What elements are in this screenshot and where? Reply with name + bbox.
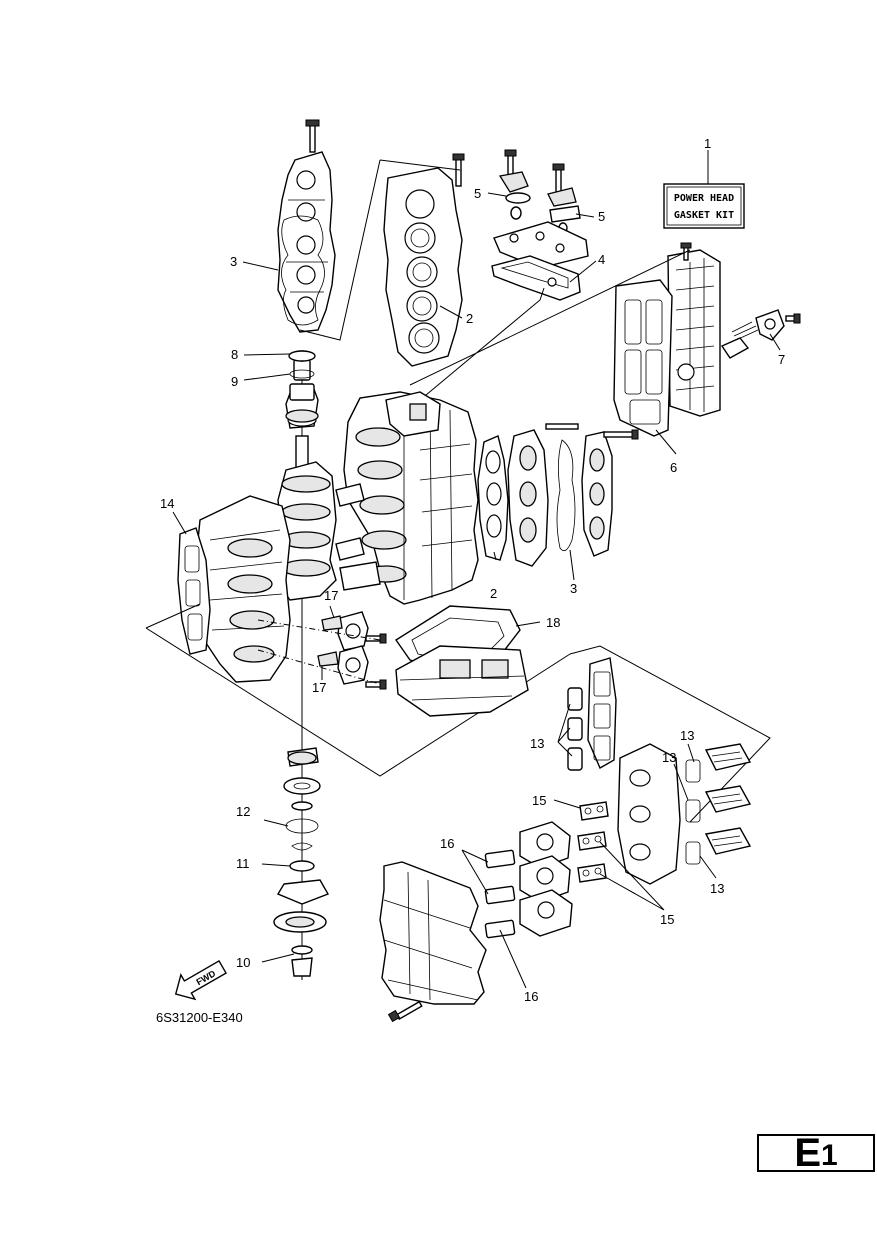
intake-manifold	[617, 743, 681, 885]
callout-2-bottom: 2	[490, 586, 497, 601]
leader-lines	[172, 150, 781, 989]
callout-5-right: 5	[598, 209, 605, 224]
forward-arrow-icon: FWD	[174, 959, 227, 1001]
page-badge: E 1	[757, 1131, 875, 1175]
page-badge-number: 1	[821, 1139, 838, 1172]
carburetors	[519, 821, 573, 937]
callout-13-bottom: 13	[710, 881, 724, 896]
gasket-kit-line2: GASKET KIT	[674, 210, 734, 221]
cylinder-head-cover-gasket	[281, 215, 325, 326]
callout-3-top: 3	[230, 254, 237, 269]
callout-7: 7	[778, 352, 785, 367]
callout-9: 9	[231, 374, 238, 389]
cylinder-head	[383, 153, 465, 367]
callout-3-bottom: 3	[570, 581, 577, 596]
crank-lower-bearings	[273, 747, 330, 977]
thermostat-housing	[491, 149, 589, 301]
callout-4: 4	[598, 252, 605, 267]
fuel-pump-upper	[321, 611, 387, 651]
pressure-valve	[720, 309, 801, 359]
cylinder-block	[343, 391, 479, 605]
callout-5-left: 5	[474, 186, 481, 201]
reed-valve-gaskets-left	[567, 687, 583, 771]
exhaust-cover-gasket	[613, 279, 673, 437]
fuel-pump-lower	[317, 645, 387, 690]
cylinder-head-gasket-right	[477, 423, 639, 567]
callout-8: 8	[231, 347, 238, 362]
callout-13-mid: 13	[662, 750, 676, 765]
callout-6: 6	[670, 460, 677, 475]
exhaust-cover	[667, 242, 721, 417]
callout-10: 10	[236, 955, 250, 970]
callout-16-bottom: 16	[524, 989, 538, 1004]
reed-valve-plate	[587, 657, 617, 769]
callout-11: 11	[236, 856, 250, 871]
carburetor-gaskets-15	[577, 801, 609, 883]
cylinder-head-cover	[277, 119, 336, 333]
callout-17-top: 17	[324, 588, 338, 603]
carburetor-gaskets-16	[484, 849, 516, 939]
diagram-code: 6S31200-E340	[156, 1010, 243, 1025]
callout-18: 18	[546, 615, 560, 630]
callout-16-top: 16	[440, 836, 454, 851]
crankcase-gasket	[177, 527, 211, 655]
gasket-kit-label-box: POWER HEAD GASKET KIT	[663, 183, 745, 229]
exhaust-guide	[395, 605, 529, 717]
callout-17-bottom: 17	[312, 680, 326, 695]
callout-12: 12	[236, 804, 250, 819]
crankcase-half	[195, 495, 291, 683]
callout-numbers: 1 2 2 3 3 4 5 5 6 7 8 9 10 11 12 13 13 1…	[160, 136, 785, 1004]
callout-1: 1	[704, 136, 711, 151]
callout-13-top: 13	[680, 728, 694, 743]
silencer	[379, 861, 487, 1023]
callout-14: 14	[160, 496, 174, 511]
reed-valve-blocks	[685, 743, 752, 865]
page-badge-letter: E	[794, 1131, 821, 1175]
callout-15-bottom: 15	[660, 912, 674, 927]
crank-upper-seal	[285, 350, 319, 423]
gasket-kit-line1: POWER HEAD	[674, 193, 734, 204]
callout-13-left: 13	[530, 736, 544, 751]
callout-2-top: 2	[466, 311, 473, 326]
callout-15-top: 15	[532, 793, 546, 808]
